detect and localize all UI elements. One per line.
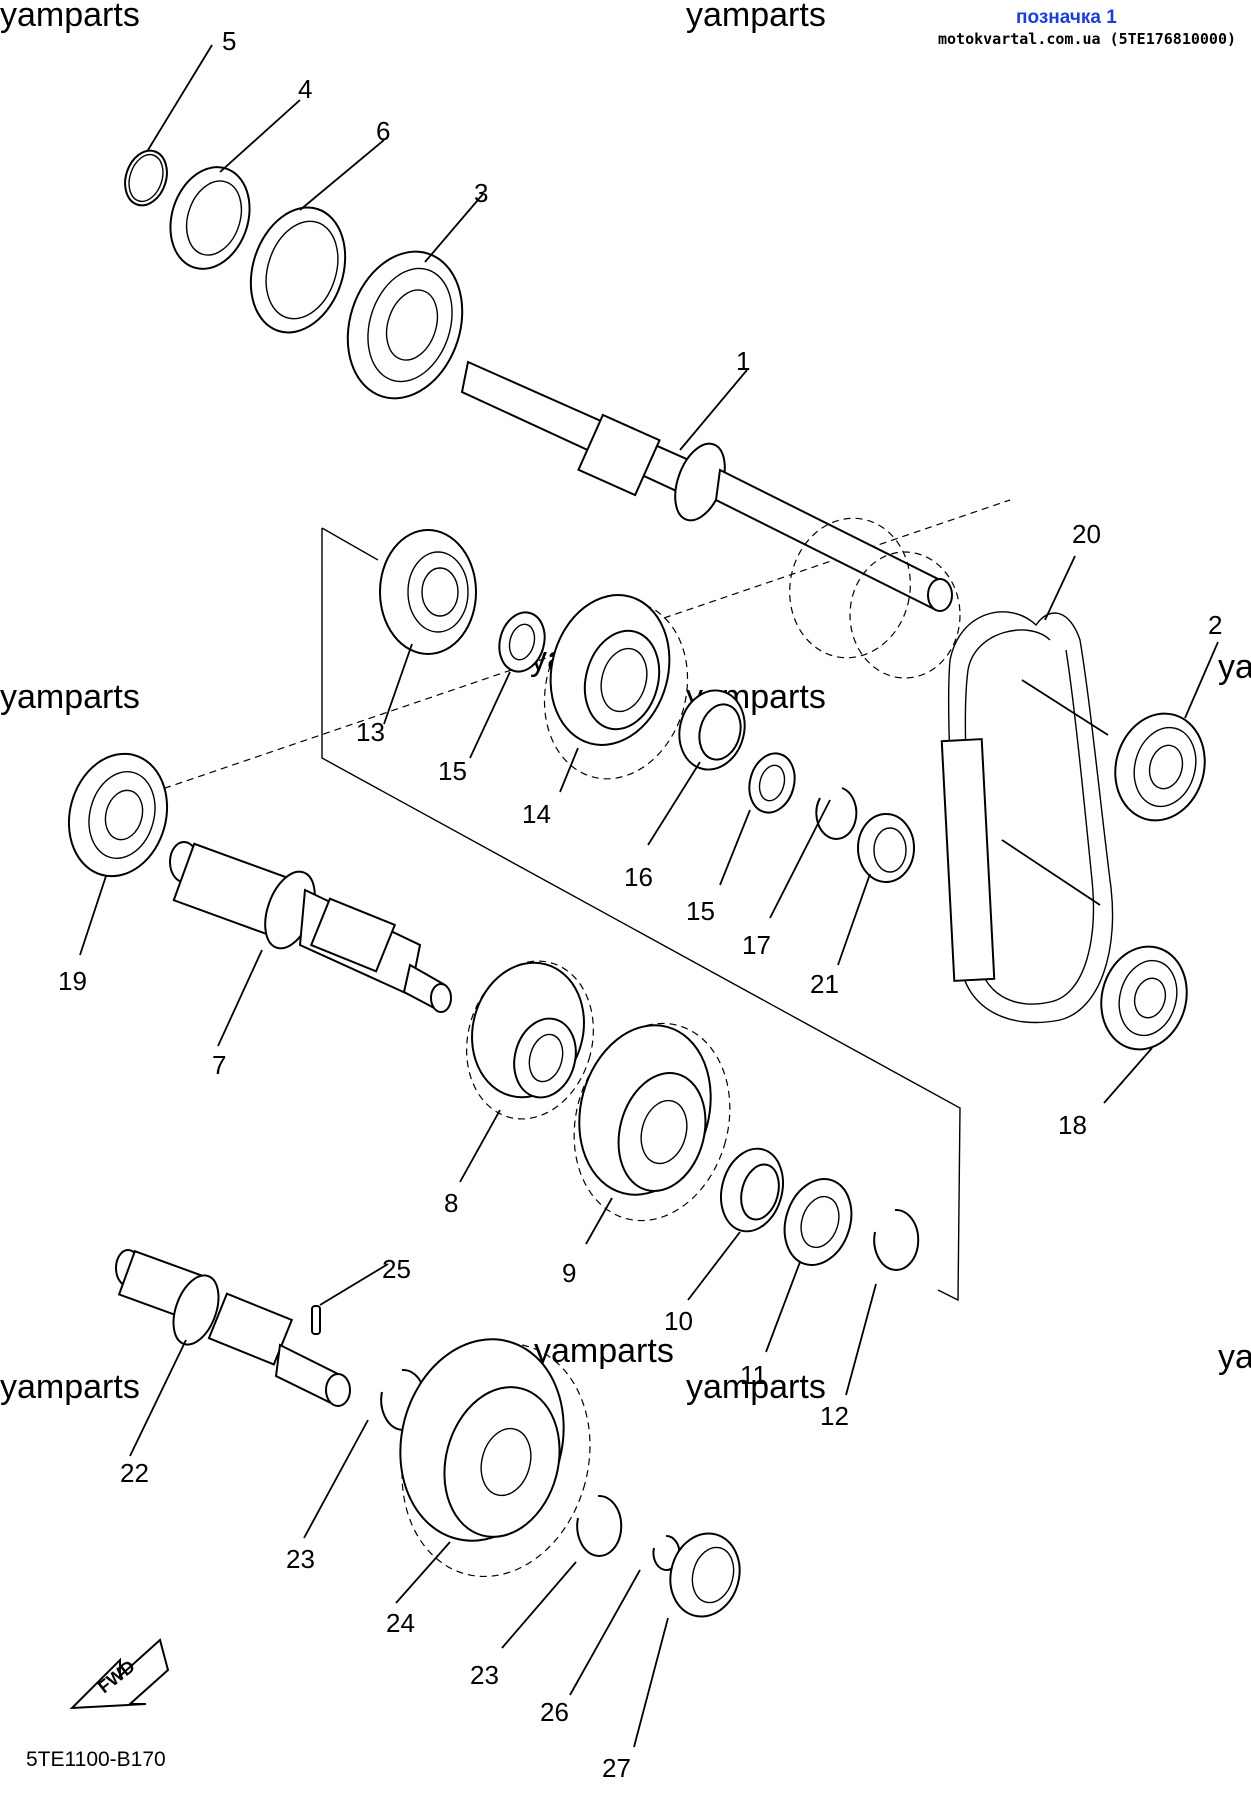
watermark-text: yamparts: [534, 1332, 674, 1370]
watermark-text: yamparts: [686, 0, 826, 34]
callout-23: 23: [470, 1660, 499, 1690]
bearing-icon: [1100, 945, 1188, 1051]
callout-2: 2: [1208, 610, 1222, 640]
gear-icon: [543, 594, 689, 780]
leader-lines: [79, 44, 1219, 1748]
callout-25: 25: [382, 1254, 411, 1284]
callout-5: 5: [222, 26, 236, 56]
watermark-text: yamparts: [0, 0, 140, 34]
watermark-text: yamparts: [0, 1368, 140, 1406]
tag-source: motokvartal.com.ua (5TE176810000): [938, 30, 1236, 48]
bearing-icon: [346, 250, 464, 400]
bearing-icon: [67, 752, 169, 878]
pin-icon: [311, 1305, 321, 1335]
callout-22: 22: [120, 1458, 149, 1488]
washer-icon: [748, 752, 796, 814]
callout-11: 11: [740, 1360, 767, 1390]
needle-bearing-icon: [720, 1147, 784, 1233]
callout-13: 13: [356, 717, 385, 747]
callout-6: 6: [376, 116, 390, 146]
callout-15: 15: [686, 896, 715, 926]
dog-clutch-icon: [379, 529, 477, 655]
callout-24: 24: [386, 1608, 415, 1638]
washer-icon: [783, 1178, 853, 1266]
shaft-icon: [115, 1249, 351, 1407]
collar-icon: [857, 813, 915, 883]
callout-18: 18: [1058, 1110, 1087, 1140]
callout-10: 10: [664, 1306, 693, 1336]
callout-27: 27: [602, 1753, 631, 1783]
shaft-icon: [460, 360, 953, 612]
callout-14: 14: [522, 799, 551, 829]
oil-seal-icon: [249, 206, 347, 334]
callout-8: 8: [444, 1188, 458, 1218]
gear-icon: [466, 960, 594, 1120]
watermark-text: yamparts: [1218, 648, 1251, 686]
collar-icon: [169, 166, 251, 270]
callout-17: 17: [742, 930, 771, 960]
callout-20: 20: [1072, 519, 1101, 549]
watermark-text: yamparts: [686, 1368, 826, 1406]
callout-12: 12: [820, 1401, 849, 1431]
callout-4: 4: [298, 74, 312, 104]
tag-title: позначка 1: [1016, 7, 1117, 28]
callout-3: 3: [474, 178, 488, 208]
callout-23: 23: [286, 1544, 315, 1574]
circlip-icon: [873, 1208, 920, 1271]
gear-icon: [573, 1022, 731, 1222]
callout-9: 9: [562, 1258, 576, 1288]
callout-15: 15: [438, 756, 467, 786]
callout-7: 7: [212, 1050, 226, 1080]
callout-21: 21: [810, 969, 839, 999]
callout-19: 19: [58, 966, 87, 996]
watermark-text: yamparts: [0, 678, 140, 716]
watermark-text: yamparts: [1218, 1338, 1251, 1376]
callout-26: 26: [540, 1697, 569, 1727]
assembly-bracket: [321, 527, 961, 1302]
shaft-icon: [169, 841, 452, 1013]
forward-arrow-icon: FWD: [69, 1638, 170, 1710]
circlip-icon: [576, 1494, 623, 1557]
callout-1: 1: [736, 346, 750, 376]
washer-icon: [498, 611, 546, 673]
circlip-icon: [815, 787, 858, 840]
bearing-icon: [1114, 712, 1206, 822]
gear-icon: [399, 1338, 591, 1578]
collar-icon: [669, 1532, 741, 1618]
needle-bearing-icon: [678, 689, 746, 771]
diagram-code: 5TE1100-B170: [26, 1748, 166, 1771]
callout-16: 16: [624, 862, 653, 892]
chain-icon: [940, 611, 1114, 1024]
